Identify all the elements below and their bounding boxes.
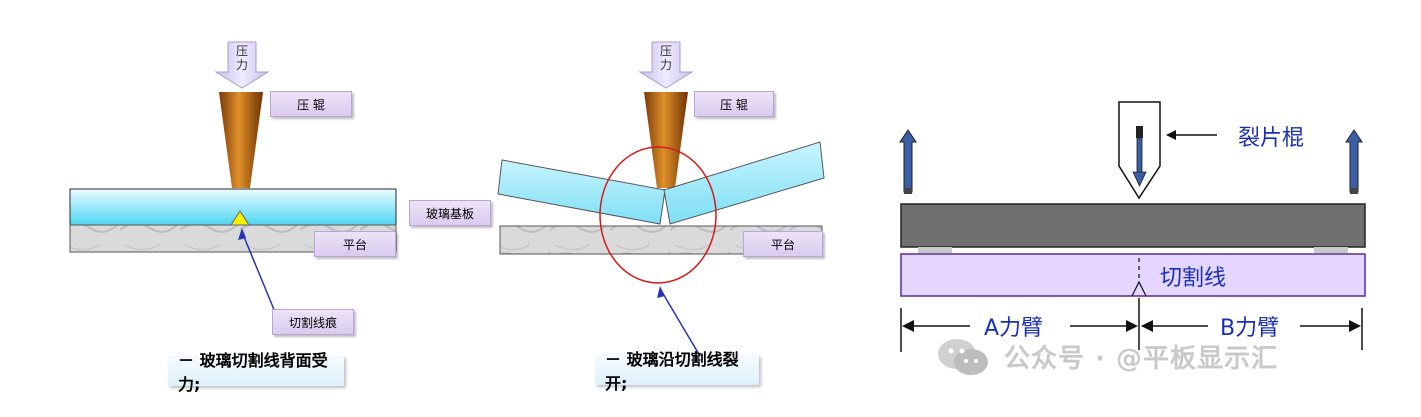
substrate-label: 玻璃基板 <box>409 200 491 226</box>
pressure-label: 压力 <box>659 44 672 72</box>
pressure-arrow <box>638 41 694 89</box>
right-lift-arrow <box>1345 129 1363 194</box>
right-support <box>1314 247 1348 253</box>
wechat-icon-graphic <box>938 339 988 375</box>
arm-a-arrow-left <box>902 320 914 332</box>
breaking-bar-label: 裂片棍 <box>1238 126 1305 151</box>
middle-caption: － 玻璃沿切割线裂开; <box>595 350 759 393</box>
pressure-arrow <box>214 41 270 89</box>
middle-diagram: 压力 压 辊 平台 － 玻璃沿切割线裂开; <box>490 0 830 417</box>
middle-diagram-graphic <box>497 41 825 357</box>
watermark-text: 公众号 · @平板显示汇 <box>1004 344 1278 374</box>
roller <box>219 92 263 188</box>
cut-line-label: 切割线 <box>1160 266 1227 291</box>
left-diagram: 压力 压 辊 玻璃基板 平台 切割线痕 － 玻璃切割线背面受力; <box>0 0 500 417</box>
roller-label: 压 辊 <box>270 91 352 117</box>
pressure-label: 压力 <box>235 44 248 72</box>
scribe-label: 切割线痕 <box>272 309 354 335</box>
platform-label: 平台 <box>314 231 396 257</box>
crack-pointer-head <box>657 286 665 298</box>
crack-highlight-circle <box>599 146 717 284</box>
left-lift-arrow <box>899 129 917 194</box>
platform-label: 平台 <box>743 231 823 257</box>
roller-label: 压 辊 <box>694 91 774 117</box>
scribe-pointer-head <box>238 228 246 240</box>
crack-pointer <box>661 291 701 357</box>
cut-notch <box>1131 280 1147 297</box>
left-support <box>918 247 952 253</box>
glass-substrate <box>69 188 397 226</box>
right-diagram-graphic <box>899 101 1366 352</box>
scribe-pointer <box>241 231 276 313</box>
arm-a-label: A力臂 <box>984 316 1044 341</box>
glass-piece-left <box>497 159 666 225</box>
breaking-bar-arrow <box>1132 126 1147 187</box>
breaking-bar-pointer-head <box>1166 130 1176 140</box>
wechat-icon <box>935 336 991 376</box>
glass-piece-right <box>663 141 825 225</box>
arm-b-arrow-right <box>1349 320 1361 332</box>
arm-a-arrow-right <box>1126 320 1138 332</box>
arm-b-label: B力臂 <box>1220 316 1280 341</box>
left-caption: － 玻璃切割线背面受力; <box>168 351 344 394</box>
arm-b-arrow-left <box>1141 320 1153 332</box>
roller <box>644 92 688 188</box>
bottom-glass-bar <box>900 253 1366 297</box>
scribe-mark <box>230 210 250 226</box>
top-glass-bar <box>900 203 1366 248</box>
right-diagram: 裂片棍 切割线 A力臂 B力臂 <box>890 0 1421 417</box>
